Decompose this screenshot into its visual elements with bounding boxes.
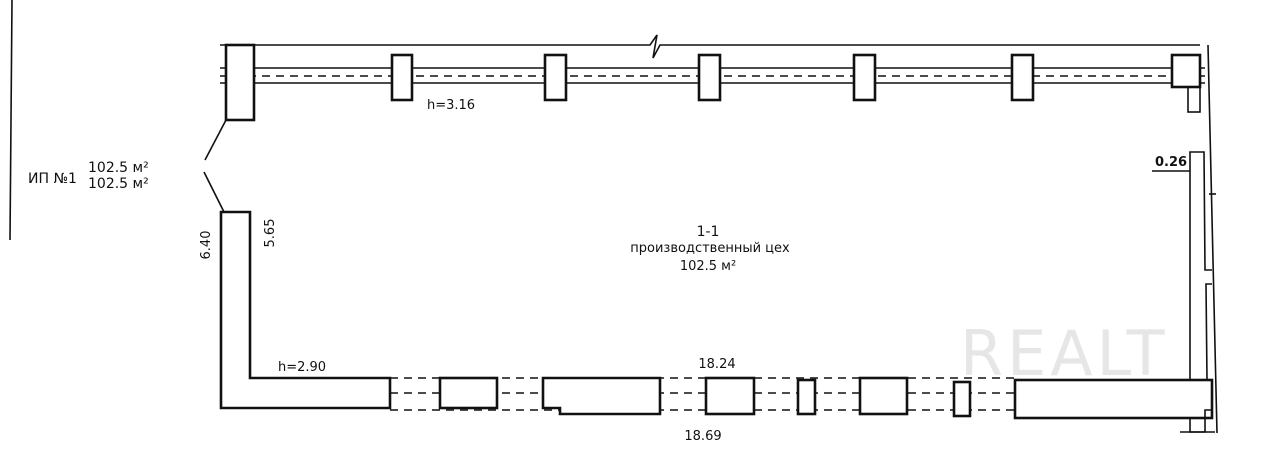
dim-right: 0.26 (1155, 155, 1187, 170)
sheet-border (9, 0, 13, 241)
room-name: производственный цех (630, 241, 790, 256)
left-pier (224, 43, 256, 122)
dim-inner-length: 18.24 (698, 357, 735, 372)
column (852, 53, 877, 102)
top-wall (220, 34, 1205, 122)
room-number: 1-1 (697, 224, 720, 240)
dim-left-inner: 5.65 (263, 219, 278, 248)
column (697, 53, 722, 102)
room-area: 102.5 м² (680, 259, 736, 274)
height-top: h=3.16 (427, 98, 475, 113)
height-bottom: h=2.90 (278, 360, 326, 375)
column (1010, 53, 1035, 102)
column (390, 53, 414, 102)
corner-column (1170, 53, 1202, 89)
dim-outer-length: 18.69 (684, 429, 721, 444)
right-wall (1189, 44, 1218, 434)
column (543, 53, 568, 102)
dim-left-outer: 6.40 (199, 231, 214, 260)
bottom-wall (390, 376, 1215, 433)
area-total: 102.5 м² (88, 160, 149, 176)
annotations: ИП №1 102.5 м² 102.5 м² h=3.16 0.26 1-1 … (28, 98, 1190, 444)
plan-label: ИП №1 (28, 171, 77, 187)
area-living: 102.5 м² (88, 176, 149, 192)
